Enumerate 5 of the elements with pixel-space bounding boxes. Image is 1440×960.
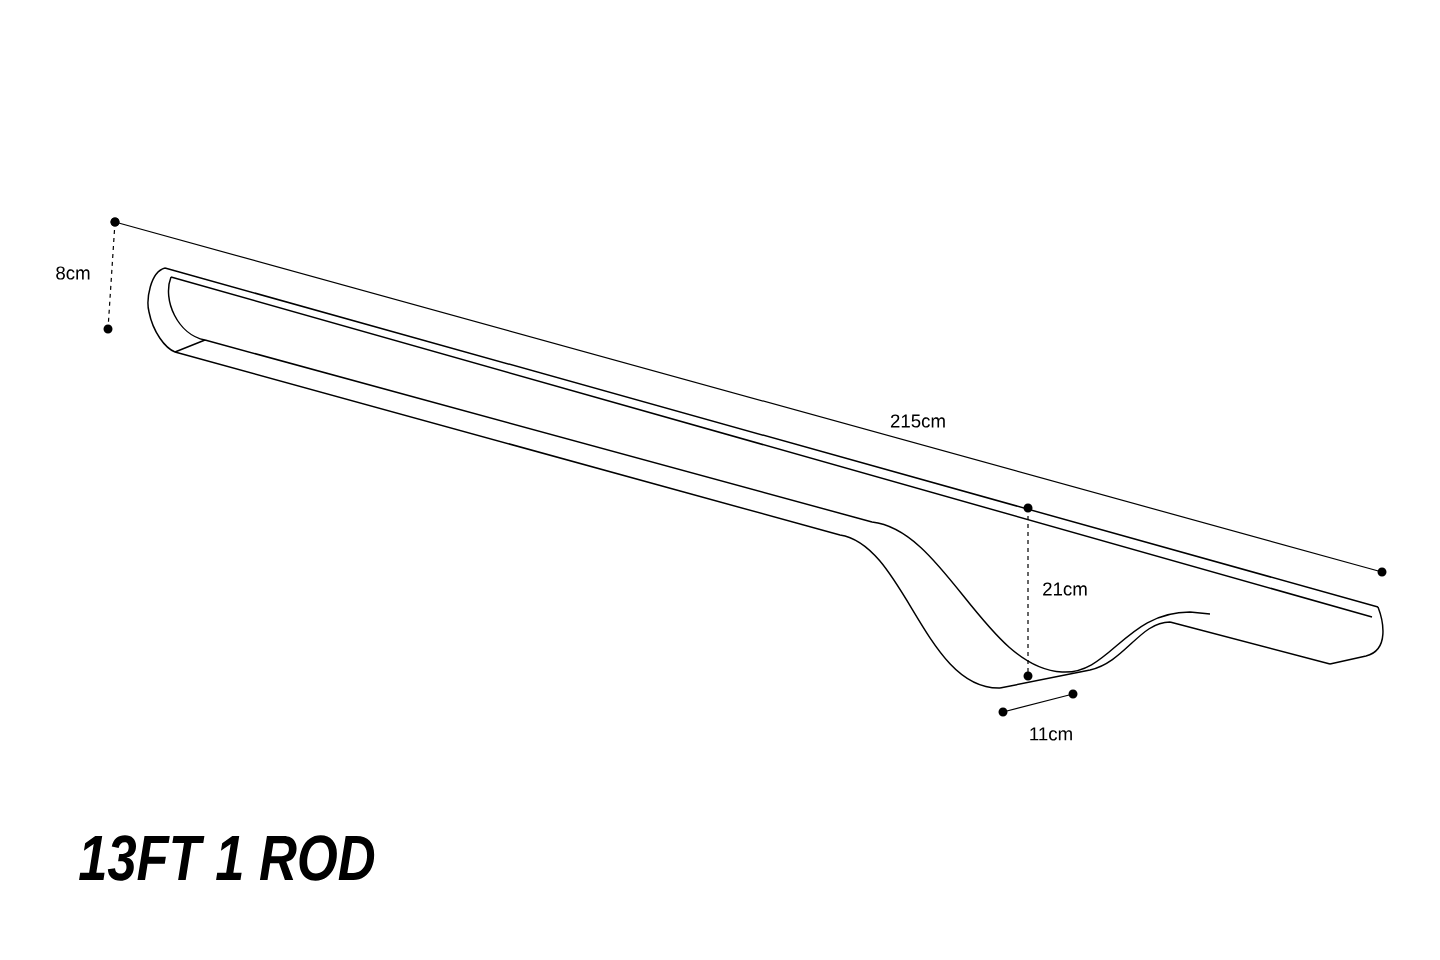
dimension-label: 11cm (1030, 727, 1072, 741)
dimension-label: 21cm (1043, 582, 1087, 596)
title: 13FT 1 ROD (79, 835, 375, 881)
dimension-label: 8cm (56, 266, 90, 280)
dimension-label: 215cm (890, 414, 945, 428)
